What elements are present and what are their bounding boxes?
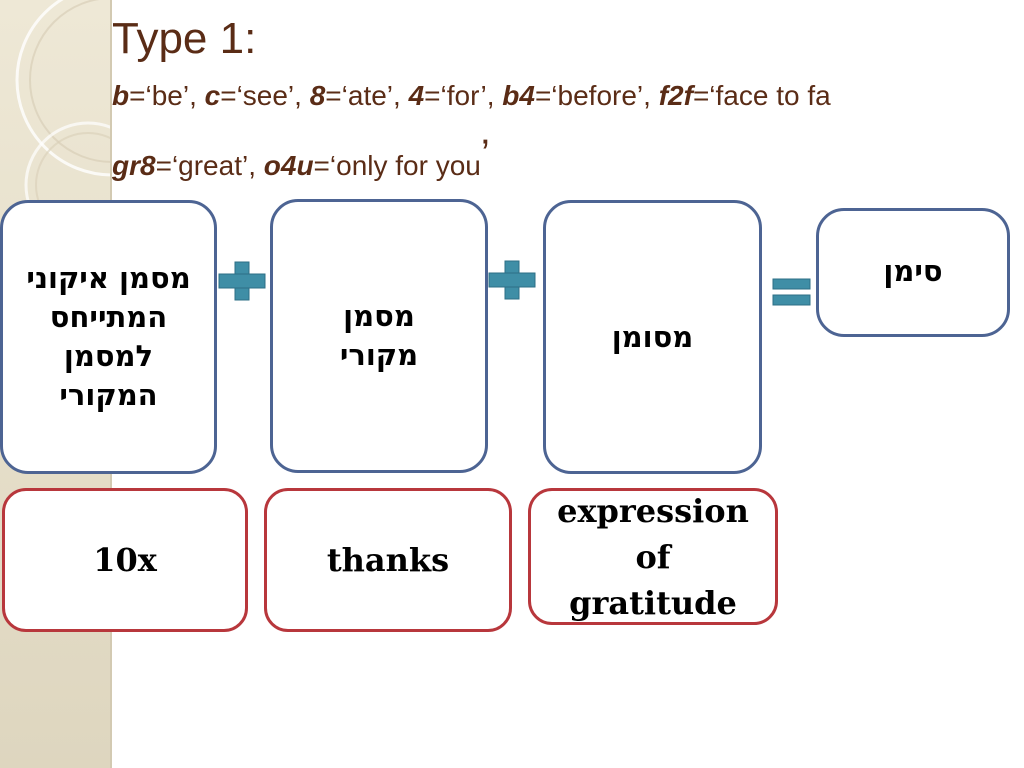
example-gratitude-box: expression of gratitude — [528, 488, 778, 625]
abbreviation-term: f2f — [658, 80, 693, 111]
slide-title-area: Type 1: b=‘be’, c=‘see’, 8=‘ate’, 4=‘for… — [112, 14, 1024, 194]
original-signifier-label: מסמן מקורי — [339, 299, 419, 372]
abbreviation-term: gr8 — [112, 150, 156, 181]
iconic-signifier-box: מסמן איקוני המתייחס למסמן המקורי — [0, 200, 217, 474]
abbreviation-meaning: ‘be’ — [145, 80, 190, 111]
sign-label: סימן — [883, 254, 943, 288]
abbreviation-term: c — [204, 80, 221, 111]
original-signifier-box: מסמן מקורי — [270, 199, 488, 473]
signified-label: מסומן — [611, 319, 694, 354]
signified-box: מסומן — [543, 200, 762, 474]
example-thanks-box: thanks — [264, 488, 512, 632]
abbreviation-term: 8 — [309, 80, 326, 111]
abbreviations-line-2: gr8=‘great’, o4u=‘only for you’ — [112, 132, 490, 181]
abbreviation-term: o4u — [263, 150, 314, 181]
example-10x-box: 10x — [2, 488, 248, 632]
example-10x-label: 10x — [93, 541, 157, 579]
abbreviation-meaning: ‘great’ — [171, 150, 249, 181]
abbreviation-meaning: ‘for’ — [440, 80, 487, 111]
plus-icon — [488, 260, 536, 300]
abbreviation-meaning: ‘face to fa — [709, 80, 831, 111]
abbreviation-meaning: ‘ate’ — [341, 80, 394, 111]
abbreviation-meaning: ‘before’ — [551, 80, 644, 111]
abbreviation-meaning: ‘see’ — [236, 80, 295, 111]
iconic-signifier-label: מסמן איקוני המתייחס למסמן המקורי — [26, 261, 191, 412]
plus-icon — [218, 261, 266, 301]
abbreviation-meaning: ‘only for you — [329, 150, 481, 181]
sign-box: סימן — [816, 208, 1010, 337]
abbreviations-line-1: b=‘be’, c=‘see’, 8=‘ate’, 4=‘for’, b4=‘b… — [112, 80, 831, 111]
equals-icon — [772, 278, 811, 306]
abbreviation-term: b — [112, 80, 130, 111]
closing-quote-mark: ’ — [480, 132, 490, 176]
abbreviation-term: 4 — [408, 80, 425, 111]
example-gratitude-label: expression of gratitude — [557, 491, 749, 622]
example-thanks-label: thanks — [326, 541, 450, 579]
slide-title: Type 1: — [112, 14, 257, 63]
abbreviation-term: b4 — [502, 80, 535, 111]
